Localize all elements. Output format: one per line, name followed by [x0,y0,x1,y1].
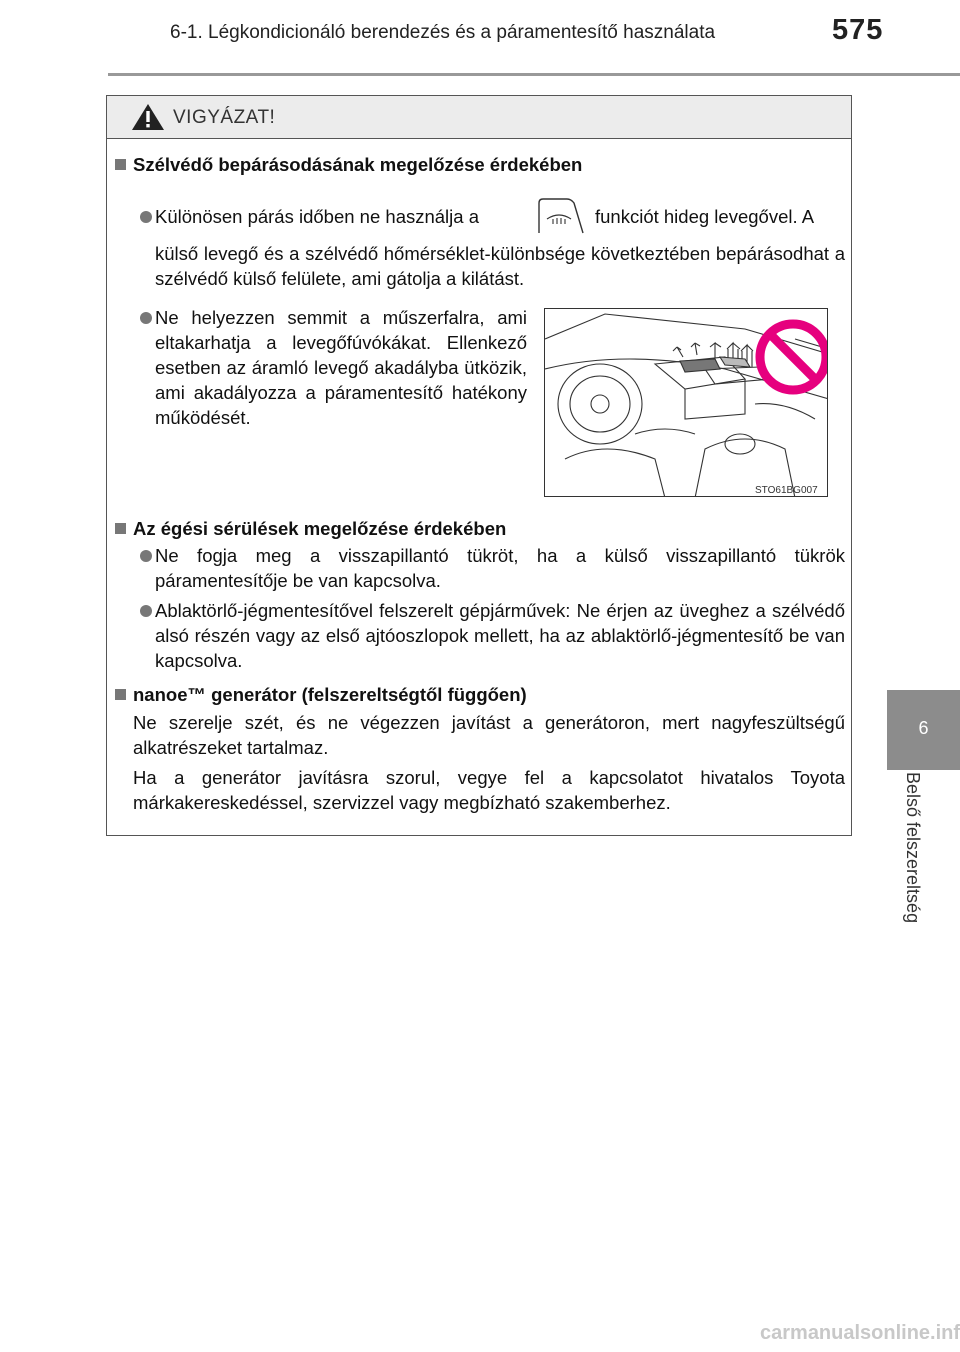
bullet-dashboard: Ne helyezzen semmit a műszerfalra, ami e… [155,307,527,428]
bullet-defog-line1: Különösen párás időben ne használja a [155,204,845,229]
chapter-label: Belső felszereltség [903,772,923,924]
bullet-defog-rest: külső levegő és a szélvédő hőmérséklet-k… [155,243,845,289]
section-title-text: nanoe™ generátor (felszereltségtől függő… [133,684,527,705]
warning-box: VIGYÁZAT! Szélvédő bepárásodásának megel… [106,95,852,836]
section-title-text: Szélvédő bepárásodásának megelőzése érde… [133,154,583,175]
figure-code: STO61BG007 [755,485,818,496]
chapter-number: 6 [918,718,929,738]
section-title-defog: Szélvédő bepárásodásának megelőzése érde… [115,154,582,176]
section-title-text: Az égési sérülések megelőzése érdekében [133,518,507,539]
running-header-title: 6-1. Légkondicionáló berendezés és a pár… [170,22,716,43]
header-rule [108,73,960,76]
round-bullet-icon [140,550,152,562]
square-bullet-icon [115,689,126,700]
warning-label: VIGYÁZAT! [173,107,276,128]
round-bullet-icon [140,211,152,223]
bullet-text: funkciót hideg levegővel. A [595,206,815,227]
dashboard-drawing [545,313,827,496]
square-bullet-icon [115,523,126,534]
bullet-mirror: Ne fogja meg a visszapillantó tükröt, ha… [155,545,845,591]
warning-triangle-icon [132,104,164,130]
nanoe-paragraph-2: Ha a generátor javításra szorul, vegye f… [133,767,845,813]
nanoe-paragraph-1: Ne szerelje szét, és ne végezzen javítás… [133,712,845,758]
round-bullet-icon [140,312,152,324]
chapter-tab: 6 [887,690,960,770]
bullet-wiper-deicer: Ablaktörlő-jégmentesítővel felszerelt gé… [155,600,845,671]
section-title-nanoe: nanoe™ generátor (felszereltségtől függő… [115,684,527,706]
round-bullet-icon [140,605,152,617]
section-title-burns: Az égési sérülések megelőzése érdekében [115,518,506,540]
dashboard-illustration: STO61BG007 [544,308,828,497]
windshield-defroster-button-icon [538,198,584,234]
page-number: 575 [832,14,884,46]
bullet-text: Különösen párás időben ne használja a [155,206,479,227]
watermark: carmanualsonline.info [760,1322,960,1344]
bullet-defog-line1-end: funkciót hideg levegővel. A [595,204,814,229]
warning-header: VIGYÁZAT! [107,96,851,139]
square-bullet-icon [115,159,126,170]
